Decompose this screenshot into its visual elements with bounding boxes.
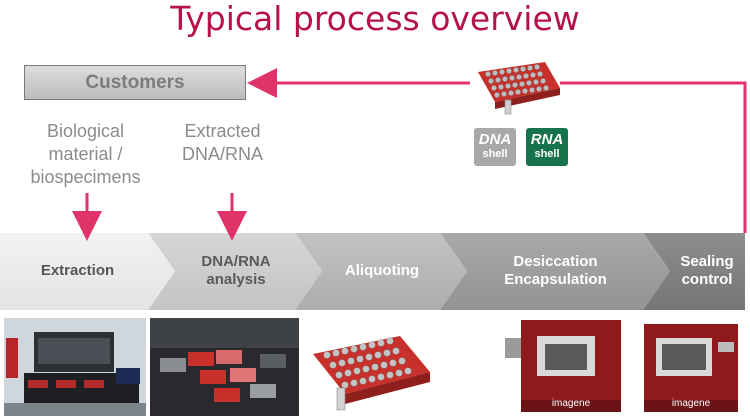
step-aliquoting: Aliquoting	[322, 262, 442, 280]
step-chevron-4	[440, 233, 670, 310]
step-desiccation-line1: Desiccation	[513, 253, 598, 270]
dna-shell-bottom: shell	[482, 148, 508, 160]
extraction-lab-photo	[4, 318, 146, 416]
rna-shell-top: RNA	[530, 131, 564, 148]
step-sealing-control: Sealing control	[668, 253, 746, 289]
step-analysis-line1: DNA/RNA	[201, 253, 271, 270]
step-aliquoting-label: Aliquoting	[344, 262, 420, 279]
input-extracted-dna-rna: Extracted DNA/RNA	[160, 120, 285, 166]
step-chevron-1	[0, 233, 175, 310]
rna-shell-badge: RNA shell	[526, 128, 568, 166]
step-extraction: Extraction	[10, 262, 145, 280]
sealing-machine-photo: imagene	[640, 318, 746, 416]
step-chevron-5	[643, 233, 745, 310]
customers-box: Customers	[24, 65, 246, 100]
input-biological-material: Biological material / biospecimens	[8, 120, 163, 189]
step-chevron-2	[148, 233, 322, 310]
analysis-lab-photo	[150, 318, 299, 416]
input-extracted-line: Extracted	[184, 121, 261, 141]
page-title: Typical process overview	[170, 0, 580, 38]
return-arrow	[560, 81, 747, 233]
step-sealing-line1: Sealing	[680, 253, 734, 270]
desiccation-machine-photo: imagene	[505, 318, 627, 416]
dna-shell-top: DNA	[478, 131, 512, 148]
input-biological-line: Biological	[46, 121, 125, 141]
sealing-machine-brand: imagene	[671, 398, 711, 409]
rna-shell-bottom: shell	[534, 148, 560, 160]
rack-illustration-top	[478, 62, 560, 115]
step-extraction-label: Extraction	[40, 262, 115, 279]
step-analysis-line2: analysis	[206, 271, 266, 288]
step-chevron-3	[295, 233, 467, 310]
desiccation-machine-brand: imagene	[551, 398, 591, 409]
step-desiccation-line2: Encapsulation	[504, 271, 607, 288]
step-sealing-line2: control	[681, 271, 733, 288]
customers-label: Customers	[85, 71, 185, 93]
dna-shell-badge: DNA shell	[474, 128, 516, 166]
aliquoting-rack-photo	[305, 320, 435, 416]
step-desiccation-encapsulation: Desiccation Encapsulation	[468, 253, 643, 289]
input-extracted-line: DNA/RNA	[181, 144, 263, 164]
input-biological-line: material /	[48, 144, 123, 164]
input-biological-line: biospecimens	[30, 167, 141, 187]
step-dna-rna-analysis: DNA/RNA analysis	[176, 253, 296, 289]
